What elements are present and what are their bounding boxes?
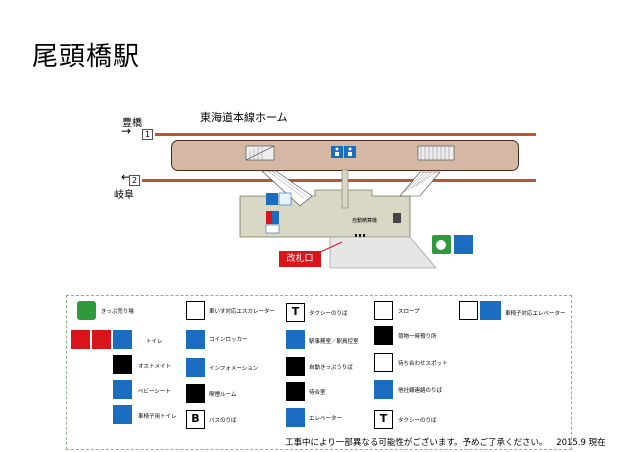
legend-slope: スロープ [398, 309, 420, 315]
elevator-icon [286, 408, 305, 427]
concourse-area [239, 189, 411, 238]
legend-baggage: 荷物一時預り所 [398, 334, 437, 340]
legend-taxi-stop-2: タクシーのりば [398, 418, 437, 424]
accessible-toilet-icon [113, 405, 132, 424]
ticket-machine-label: 自動精算機 [352, 218, 378, 224]
ticket-office-icon [77, 301, 96, 320]
arrow-left-icon: ← [121, 170, 132, 184]
legend-company-office: 他社線連絡のりば [398, 388, 443, 394]
stair-column [341, 169, 349, 209]
stairs-icon [417, 145, 455, 161]
information-icon [186, 358, 205, 377]
legend-ticket-office: きっぷ売り場 [101, 309, 134, 315]
station-office-icon [286, 330, 305, 349]
taxi-marker [454, 235, 473, 254]
legend-waiting-room: 待合室 [309, 390, 326, 396]
arrow-right-icon: → [121, 124, 132, 138]
legend-station-office: 駅事務室／駅員控室 [309, 339, 359, 345]
legend-coin-locker: コインロッカー [209, 337, 248, 343]
coin-locker-icon [186, 330, 205, 349]
exit-plaza [329, 236, 437, 269]
platform-facility-icons [331, 146, 356, 158]
wheelchair-escalator-icon [186, 301, 205, 320]
ticket-gate-label: 改札口 [279, 251, 321, 267]
baby-seat-icon [113, 380, 132, 399]
platform-name: 東海道本線ホーム [200, 111, 288, 124]
station-title: 尾頭橋駅 [32, 42, 141, 72]
legend-toilet: トイレ [146, 339, 163, 345]
direction-label-1: 豊橋 [122, 118, 142, 129]
legend-ticket-machine: 自動きっぷうりば [309, 365, 353, 371]
footer-date: 2015.9 現在 [556, 438, 606, 448]
footer-note-text: 工事中により一部異なる可能性がございます。予めご了承ください。 [285, 438, 548, 448]
smoking-room-icon [186, 384, 205, 403]
legend-smoking-room: 喫煙ルーム [209, 392, 237, 398]
footer-note: 工事中により一部異なる可能性がございます。予めご了承ください。 2015.9 現… [285, 436, 606, 448]
rail-track-1 [155, 133, 536, 136]
meeting-spot-icon [374, 353, 393, 372]
escalator-icon [245, 145, 275, 161]
ticket-machine-marker [393, 213, 401, 223]
legend-meeting-spot: 待ち合わせスポット [398, 361, 448, 367]
legend-panel [66, 295, 572, 450]
legend-taxi-stop: タクシーのりば [309, 311, 348, 317]
ostomate-icon [113, 355, 132, 374]
legend-wheelchair-escalator: 車いす対応エスカレーター [209, 309, 276, 315]
baggage-icon [374, 326, 393, 345]
direction-label-2: 岐阜 [114, 190, 134, 201]
legend-information: インフォメーション [209, 366, 259, 372]
waiting-room-icon [286, 382, 305, 401]
legend-accessible-toilet: 車椅子用トイレ [138, 414, 177, 420]
ticket-machine-icon [286, 357, 305, 376]
legend-baby-seat: ベビーシート [138, 389, 171, 395]
bus-stop-icon: B [186, 410, 205, 429]
taxi-stop-icon: T [286, 303, 305, 322]
toilet-icon [71, 330, 141, 352]
legend-elevator: エレベーター [309, 416, 343, 422]
concourse-wheelchair-icon [266, 193, 278, 205]
track-number-2: 2 [129, 175, 140, 186]
legend-ostomate: オストメイト [138, 364, 172, 370]
legend-wheelchair-elevator: 車椅子対応エレベーター [505, 311, 566, 317]
slope-icon [374, 301, 393, 320]
taxi-stop-icon-2: T [374, 410, 393, 429]
rail-track-2 [142, 179, 536, 182]
track-number-1: 1 [142, 129, 153, 140]
stairs-down [399, 171, 441, 197]
wheelchair-elevator-icon [459, 301, 501, 320]
company-office-icon [374, 380, 393, 399]
station-structure-map [239, 145, 473, 269]
legend-bus-stop: バスのりば [209, 418, 237, 424]
